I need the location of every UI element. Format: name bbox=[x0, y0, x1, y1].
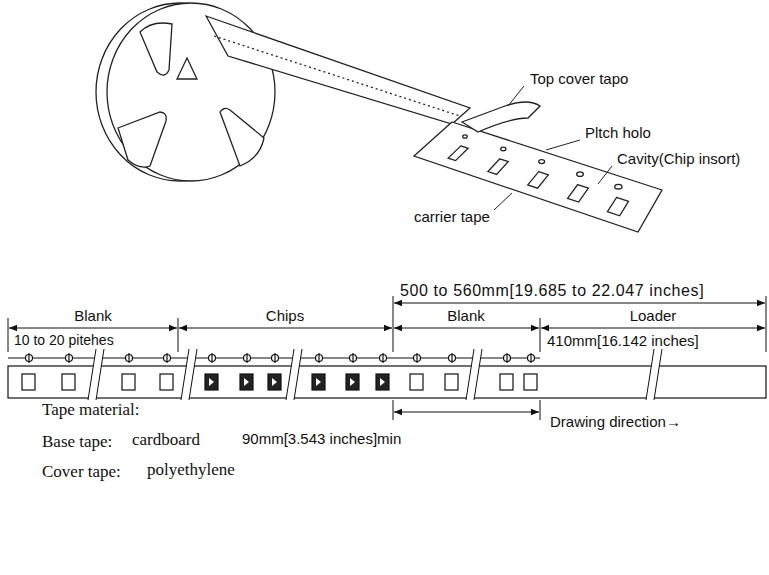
leader-line bbox=[508, 86, 524, 106]
empty-cavity bbox=[524, 374, 537, 390]
pitch-hole bbox=[577, 172, 584, 176]
pitch-hole bbox=[539, 160, 545, 164]
reel bbox=[96, 3, 275, 181]
chip-cavity bbox=[240, 374, 253, 390]
empty-cavity bbox=[22, 374, 35, 390]
pitch-hole bbox=[501, 147, 506, 151]
chip-cavity bbox=[205, 374, 218, 390]
dimension-label: 90mm[3.543 inches]min bbox=[240, 430, 403, 447]
empty-cavity bbox=[410, 374, 423, 390]
dimension-label: 500 to 560mm[19.685 to 22.047 inches] bbox=[398, 282, 706, 300]
chip-cavity bbox=[346, 374, 359, 390]
empty-cavity bbox=[62, 374, 75, 390]
note-text: Cover tape: bbox=[40, 462, 123, 482]
pitch-hole bbox=[463, 135, 467, 138]
note-text: cardboard bbox=[130, 430, 202, 450]
leader-line bbox=[494, 193, 512, 210]
note-text: Base tape: bbox=[40, 432, 114, 452]
section-label: Blank bbox=[72, 307, 114, 324]
note-text: polyethylene bbox=[145, 460, 237, 480]
break-mark bbox=[181, 349, 197, 400]
cover-tape-flap bbox=[462, 102, 540, 132]
dimension-label: 10 to 20 pitehes bbox=[12, 332, 116, 348]
empty-cavity bbox=[122, 374, 135, 390]
leader-lines bbox=[494, 86, 612, 210]
tape-layout bbox=[8, 349, 766, 400]
cavity bbox=[448, 146, 468, 161]
chip-cavity bbox=[312, 374, 325, 390]
break-mark bbox=[88, 349, 104, 400]
empty-cavity bbox=[160, 374, 173, 390]
cavity bbox=[568, 185, 589, 202]
callout-label: Pltch holo bbox=[583, 124, 653, 141]
empty-cavity bbox=[445, 374, 458, 390]
cavity bbox=[488, 159, 508, 175]
break-mark bbox=[466, 349, 482, 400]
break-mark bbox=[286, 349, 302, 400]
callout-label: Cavity(Chip insort) bbox=[615, 150, 742, 167]
section-label: Chips bbox=[264, 307, 306, 324]
section-label: Loader bbox=[628, 307, 679, 324]
callout-label: carrier tape bbox=[412, 208, 492, 225]
callout-label: Top cover tapo bbox=[528, 70, 630, 87]
direction-label: Drawing direction→ bbox=[548, 413, 683, 430]
leader-line bbox=[598, 166, 612, 184]
chip-cavity bbox=[376, 374, 389, 390]
leader-line bbox=[546, 140, 580, 150]
dimension-lines bbox=[8, 296, 766, 420]
dimension-label: 410mm[16.142 inches] bbox=[545, 332, 701, 349]
break-mark bbox=[646, 349, 662, 400]
tape-band bbox=[206, 16, 470, 124]
note-text: Tape material: bbox=[40, 400, 141, 420]
pitch-hole bbox=[615, 184, 622, 189]
section-label: Blank bbox=[445, 307, 487, 324]
empty-cavity bbox=[500, 374, 513, 390]
cavity bbox=[528, 172, 549, 189]
chip-cavity bbox=[268, 374, 281, 390]
cavity bbox=[607, 197, 628, 215]
